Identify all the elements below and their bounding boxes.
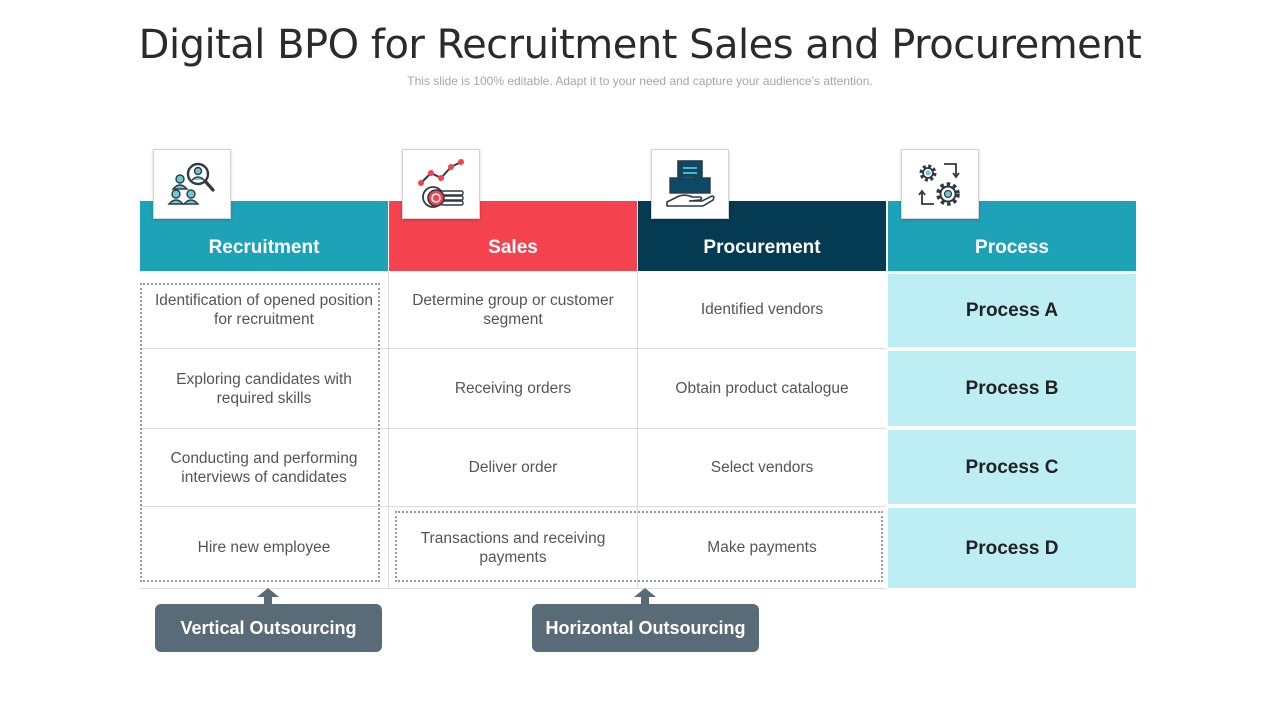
process-c-cell: Process C: [888, 430, 1136, 504]
horizontal-outsourcing-outline: [395, 511, 883, 582]
column-process: Process Process A Process B: [888, 149, 1136, 589]
people-search-icon: [153, 149, 231, 219]
column-divider: [388, 271, 389, 589]
cell-procurement-2: Obtain product catalogue: [638, 349, 886, 429]
column-sales: Sales Determine group or customer segmen…: [389, 149, 637, 589]
cell-recruitment-2: Exploring candidates with required skill…: [140, 349, 388, 429]
up-arrow-icon: [257, 588, 279, 597]
cell-sales-4: Transactions and receiving payments: [389, 507, 637, 589]
column-divider: [637, 271, 638, 589]
sales-growth-coins-icon: [402, 149, 480, 219]
cell-recruitment-3: Conducting and performing interviews of …: [140, 429, 388, 507]
cell-procurement-3: Select vendors: [638, 429, 886, 507]
column-recruitment: Recruitment Identification of opened pos…: [140, 149, 388, 589]
column-header-procurement: Procurement: [638, 201, 886, 271]
process-d-cell: Process D: [888, 508, 1136, 588]
vertical-outsourcing-outline: [140, 283, 380, 582]
cell-sales-3: Deliver order: [389, 429, 637, 507]
cell-recruitment-1: Identification of opened position for re…: [140, 271, 388, 349]
column-procurement: Procurement Identified vendors Obtain pr…: [638, 149, 886, 589]
process-b-cell: Process B: [888, 351, 1136, 426]
cell-procurement-1: Identified vendors: [638, 271, 886, 349]
arrow-stem: [641, 596, 649, 604]
up-arrow-icon: [634, 588, 656, 597]
document-hand-icon: [651, 149, 729, 219]
vertical-outsourcing-label: Vertical Outsourcing: [155, 604, 382, 652]
arrow-stem: [264, 596, 272, 604]
cell-procurement-4: Make payments: [638, 507, 886, 589]
cell-sales-2: Receiving orders: [389, 349, 637, 429]
slide-title: Digital BPO for Recruitment Sales and Pr…: [138, 22, 1142, 68]
slide-subtitle: This slide is 100% editable. Adapt it to…: [407, 74, 873, 88]
bpo-table: Recruitment Identification of opened pos…: [140, 149, 1136, 589]
horizontal-outsourcing-label: Horizontal Outsourcing: [532, 604, 759, 652]
cell-sales-1: Determine group or customer segment: [389, 271, 637, 349]
process-a-cell: Process A: [888, 274, 1136, 347]
gears-cycle-icon: [901, 149, 979, 219]
